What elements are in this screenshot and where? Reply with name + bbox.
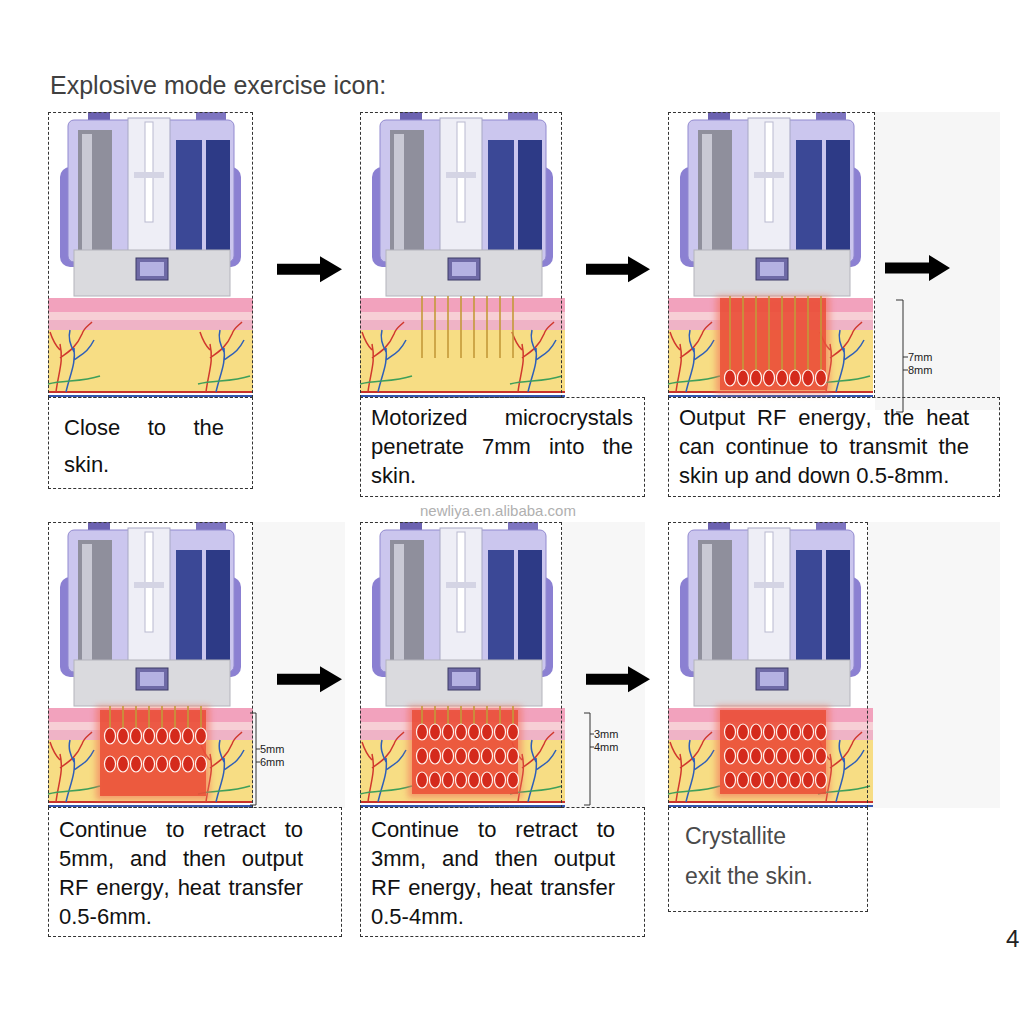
handpiece-drawing: [680, 522, 861, 706]
heat-dot-row: [417, 748, 519, 764]
heat-zone: [720, 710, 826, 794]
arrow-head: [320, 256, 342, 282]
image-background: [868, 522, 1000, 808]
page-number: 4: [1006, 926, 1019, 952]
heat-zone: [412, 710, 518, 794]
continuation-arrow: [885, 255, 950, 281]
heat-dot-row: [417, 724, 519, 740]
handpiece-drawing: [60, 522, 241, 706]
microneedles: [422, 296, 513, 358]
heat-dot-row: [725, 370, 827, 386]
heat-dot-row: [105, 728, 207, 744]
flow-arrow: [277, 666, 342, 692]
depth-bracket: [584, 713, 594, 805]
microneedles: [730, 296, 821, 378]
flow-arrow: [586, 256, 650, 282]
step-panel: Close to the skin.: [48, 112, 253, 398]
handpiece-drawing: [60, 112, 241, 296]
arrow-head: [628, 256, 650, 282]
dimension-label: 7mm: [908, 351, 932, 364]
caption-box: Close to the skin.: [48, 397, 253, 489]
panel-illustration: [48, 522, 253, 806]
heat-dot-row: [417, 772, 519, 788]
image-background: [253, 522, 345, 808]
dimension-label: 4mm: [594, 741, 618, 754]
flow-arrow: [277, 256, 342, 282]
step-panel: Continue to retract to 3mm, and then out…: [360, 522, 562, 808]
heat-dot-row: [725, 748, 827, 764]
caption-box: Output RF energy, the heat can continue …: [668, 397, 1000, 497]
caption-text: Continue to retract to 5mm, and then out…: [59, 815, 303, 931]
caption-text: Output RF energy, the heat can continue …: [679, 403, 969, 490]
dimension-label: 3mm: [594, 728, 618, 741]
heat-dot-row: [105, 756, 207, 772]
flow-arrow: [586, 666, 650, 692]
handpiece-drawing: [680, 112, 861, 296]
image-background: [875, 112, 1000, 410]
arrow-shaft: [586, 264, 630, 275]
heat-zone-glow: [716, 296, 830, 394]
arrow-shaft: [586, 674, 630, 685]
panel-illustration: [360, 112, 565, 396]
step-panel: Continue to retract to 5mm, and then out…: [48, 522, 253, 808]
caption-text: Close to the skin.: [64, 409, 224, 483]
caption-box: Motorized microcrystals penetrate 7mm in…: [360, 397, 645, 497]
skin-layers: [668, 298, 873, 396]
arrow-head: [628, 666, 650, 692]
skin-layers: [48, 298, 253, 396]
diagram-title: Explosive mode exercise icon:: [50, 70, 386, 100]
handpiece-drawing: [372, 112, 553, 296]
watermark: newliya.en.alibaba.com: [420, 502, 576, 519]
depth-bracket: [250, 713, 260, 805]
handpiece-drawing: [372, 522, 553, 706]
step-panel: Crystallite exit the skin.: [668, 522, 868, 808]
skin-layers: [48, 708, 253, 806]
caption-text: Motorized microcrystals penetrate 7mm in…: [371, 403, 633, 490]
step-panel: Output RF energy, the heat can continue …: [668, 112, 875, 398]
dimension-label: 8mm: [908, 364, 932, 377]
panel-illustration: [360, 522, 565, 806]
caption-box: Continue to retract to 3mm, and then out…: [360, 807, 645, 937]
heat-dot-row: [725, 724, 827, 740]
skin-layers: [668, 708, 873, 806]
skin-layers: [360, 708, 565, 806]
heat-zone-glow: [716, 706, 830, 798]
caption-text: Continue to retract to 3mm, and then out…: [371, 815, 615, 931]
arrow-head: [320, 666, 342, 692]
heat-dot-row: [725, 772, 827, 788]
depth-bracket: [896, 300, 908, 412]
skin-layers: [360, 298, 565, 396]
arrow-shaft: [277, 264, 322, 275]
heat-zone-glow: [408, 706, 522, 798]
dimension-label: 5mm: [260, 743, 284, 756]
panel-illustration: [668, 112, 873, 396]
heat-zone: [100, 710, 206, 796]
panel-illustration: [48, 112, 253, 396]
panel-illustration: [668, 522, 873, 806]
dimension-label: 6mm: [260, 756, 284, 769]
caption-box: Continue to retract to 5mm, and then out…: [48, 807, 342, 937]
heat-zone-glow: [96, 706, 210, 800]
caption-box: Crystallite exit the skin.: [668, 807, 868, 912]
arrow-shaft: [277, 674, 322, 685]
caption-text: Crystallite exit the skin.: [685, 816, 821, 896]
image-background: [562, 522, 645, 808]
heat-zone: [720, 298, 826, 390]
step-panel: Motorized microcrystals penetrate 7mm in…: [360, 112, 562, 398]
